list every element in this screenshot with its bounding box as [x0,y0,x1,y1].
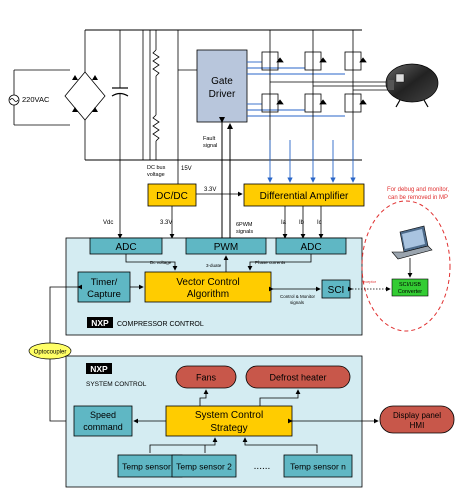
sci-usb-converter-block [391,278,429,297]
debug-note-1: For debug and monitor, [387,187,449,193]
svg-text:NXP: NXP [91,318,109,328]
control-monitor-label-2: signals [290,300,305,305]
compressor-internal-arrows [125,254,321,292]
sci-label: SCI [328,285,345,296]
converter-label-1: SCI/USB [399,282,421,288]
svg-text:NXP: NXP [90,364,108,374]
temp-sensor-n-label: Temp sensor n [290,462,346,472]
fans-block [175,365,237,389]
display-panel-label-1: Display panel [393,411,441,420]
fans-label: Fans [196,373,217,383]
defrost-heater-label: Defrost heater [269,373,326,383]
dc-voltage-small-label: Dc voltage [150,260,172,265]
dc-bus-voltage-label-1: DC bus [147,165,166,171]
strategy-label-2: Strategy [210,423,247,434]
current-ia-label: Ia [281,220,287,226]
ac-source-symbol [8,69,70,126]
pwm-signals-label-1: 6PWM [236,222,253,228]
converter-label-2: Converter [398,289,422,295]
gate-drive-lines [247,61,345,117]
speed-command-label-2: command [83,422,123,432]
current-ic-label: Ic [317,220,322,226]
vdc-label: Vdc [103,220,113,226]
sensor-ellipsis: ...... [254,461,271,472]
display-panel-block [379,405,455,434]
vector-control-label-1: Vector Control [176,277,239,288]
supply-33v-label-b: 3.3V [160,220,172,226]
timer-capture-label-2: Capture [87,289,121,300]
phase-currents-small-label: Phase currents [255,260,286,265]
supply-15v-label: 15V [181,166,192,172]
dc-bus-voltage-label-2: voltage [147,172,165,178]
optocoupler-label: Optocoupler [34,350,67,356]
adc-left-label: ADC [115,242,136,253]
igbt-inverter-bridge [261,30,388,160]
temp-sensor-1-label: Temp sensor 1 [122,462,178,472]
gate-driver-label-2: Driver [209,89,236,100]
ac-voltage-label: 220VAC [22,95,50,104]
speed-command-block [73,405,133,437]
dcdc-label: DC/DC [156,191,188,202]
system-internal-arrows [133,389,379,453]
differential-amplifier-label: Differential Amplifier [260,191,349,202]
debug-boundary [361,200,451,332]
duty-small-label: 3-duate [206,263,222,268]
bridge-rectifier [64,30,106,160]
current-sense-lines [267,140,356,183]
optocoupler-to-timer-line [49,284,82,344]
nxp-logo-system: NXP [86,363,112,374]
speed-command-label-1: Speed [90,410,116,420]
gate-driver-label-1: Gate [211,76,233,87]
debug-link-small-label: receptor [362,280,377,284]
power-stage: 220VAC [8,29,439,238]
fault-signal-label-1: Fault [203,136,216,142]
defrost-heater-block [245,365,351,389]
temp-sensor-2-block [171,454,237,478]
nxp-logo-compressor: NXP [87,317,113,328]
temp-sensor-2-label: Temp sensor 2 [176,462,232,472]
debug-note-2: can be removed in MP [388,195,448,201]
control-monitor-label-1: Control & Monitor [280,294,316,299]
adc-right-label: ADC [300,242,321,253]
display-panel-label-2: HMI [410,421,425,430]
compressor-motor-image [385,63,439,108]
temp-sensor-n-block [283,454,353,478]
differential-amplifier-block [243,183,365,207]
voltage-divider-resistors [152,30,160,160]
timer-capture-label-1: Timer/ [91,277,118,288]
laptop-icon [391,225,433,260]
current-ib-label: Ib [299,220,305,226]
supply-33v-label-a: 3.3V [204,187,216,193]
diff-amp-to-adc-lines [282,206,324,239]
strategy-label-1: System Control [195,410,263,421]
compressor-control-title: COMPRESSOR CONTROL [117,321,204,328]
pwm-label: PWM [214,242,238,253]
pwm-signals-label-2: signals [236,229,253,235]
bus-capacitor [111,30,129,160]
vector-control-label-2: Algorithm [187,289,229,300]
vector-control-block [144,271,272,303]
fault-signal-label-2: signal [203,143,217,149]
system-control-title: SYSTEM CONTROL [86,381,147,388]
pwm-block [185,237,267,255]
